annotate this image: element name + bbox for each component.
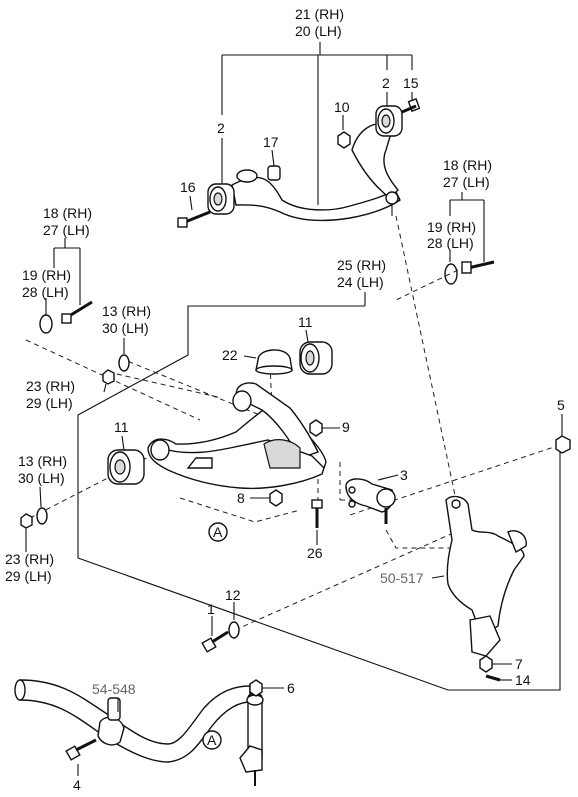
leader-11-left [121, 435, 125, 451]
nut-23-upper [102, 369, 115, 385]
callout-14: 14 [515, 672, 531, 688]
bushing-2-right [375, 105, 403, 137]
callout-16: 16 [180, 179, 196, 195]
washer-19-left [39, 314, 53, 334]
leader-13-lower [39, 486, 42, 508]
callout-18-left: 18 (RH) [43, 205, 92, 221]
callout-28-right: 28 (LH) [427, 235, 474, 251]
callout-13-upper: 13 (RH) [102, 303, 151, 319]
callout-4: 4 [73, 777, 81, 793]
bolt-16 [177, 210, 211, 228]
callout-29-upper: 29 (LH) [26, 395, 73, 411]
bushing-11-left [107, 449, 145, 485]
leader-18-27-right [449, 192, 485, 262]
reference-50-517: 50-517 [380, 570, 424, 586]
callout-2-right: 2 [382, 75, 390, 91]
marker-a-label-lower: A [207, 732, 217, 748]
nut-8 [269, 489, 283, 507]
callout-19-left: 19 (RH) [22, 267, 71, 283]
bolt-18-left [61, 300, 93, 324]
nut-7 [479, 655, 493, 673]
nut-23-lower [20, 513, 33, 529]
leader-11-upper [305, 329, 309, 343]
cotter-pin-14 [485, 674, 501, 682]
callout-5: 5 [557, 397, 565, 413]
callout-30-upper: 30 (LH) [102, 320, 149, 336]
bolt-1 [201, 630, 229, 653]
lower-arm-group-boundary [77, 305, 561, 691]
callout-17: 17 [263, 134, 279, 150]
callout-12: 12 [225, 587, 241, 603]
callout-23-upper: 23 (RH) [26, 378, 75, 394]
callout-27-right: 27 (LH) [443, 174, 490, 190]
bolt-26 [311, 499, 323, 528]
callout-3: 3 [400, 467, 408, 483]
bushing-2-left [207, 183, 235, 215]
leader-16 [189, 195, 193, 211]
callout-22: 22 [222, 347, 238, 363]
leader-23-upper [103, 383, 107, 393]
callout-20: 20 (LH) [295, 23, 342, 39]
callout-18-right: 18 (RH) [443, 157, 492, 173]
callout-15: 15 [403, 75, 419, 91]
washer-13-upper [118, 354, 130, 372]
nut-5 [555, 435, 571, 454]
nut-9 [309, 419, 323, 437]
callout-25: 25 (RH) [337, 257, 386, 273]
dashed-ref-lines [25, 215, 561, 631]
callout-27-left: 27 (LH) [43, 222, 90, 238]
washer-12 [228, 621, 240, 639]
leader-3 [377, 474, 399, 481]
callout-13-lower: 13 (RH) [18, 453, 67, 469]
marker-a-circle [208, 522, 228, 542]
marker-a-label: A [213, 524, 223, 540]
ball-joint-3 [345, 478, 396, 524]
upper-control-arm [231, 123, 401, 222]
reference-54-548: 54-548 [92, 681, 136, 697]
callout-6: 6 [287, 680, 295, 696]
leader-50-517 [431, 575, 445, 579]
callout-19-right: 19 (RH) [427, 219, 476, 235]
leader-22 [243, 355, 257, 359]
callout-11-upper: 11 [298, 314, 313, 330]
callout-9: 9 [342, 419, 350, 435]
marker-a-circle-lower [202, 730, 222, 750]
nut-10 [337, 131, 351, 149]
bolt-18-right [461, 260, 495, 274]
callout-24: 24 (LH) [337, 274, 384, 290]
callout-29-lower: 29 (LH) [5, 568, 52, 584]
callout-23-lower: 23 (RH) [5, 551, 54, 567]
bumper-17 [267, 165, 281, 181]
bushing-11-upper [299, 341, 333, 375]
callout-26: 26 [307, 545, 323, 561]
washer-13-lower [36, 507, 48, 525]
callout-30-lower: 30 (LH) [18, 470, 65, 486]
leader-18-27-left [53, 238, 81, 305]
nut-6 [249, 679, 263, 697]
callout-28-left: 28 (LH) [22, 284, 69, 300]
callout-2-left: 2 [217, 120, 225, 136]
leader-17 [271, 149, 275, 167]
washer-19-right [444, 263, 458, 285]
stabilizer-link [239, 693, 264, 786]
steering-knuckle [445, 495, 527, 657]
stabilizer-bushing [97, 697, 125, 746]
bolt-4 [65, 738, 97, 761]
bolt-15 [401, 98, 421, 114]
lower-control-arm [147, 382, 327, 490]
callout-8: 8 [237, 490, 245, 506]
callout-1: 1 [207, 601, 215, 617]
callout-21: 21 (RH) [295, 6, 344, 22]
leader-21-20 [221, 42, 413, 205]
callout-11-left: 11 [114, 419, 129, 435]
callout-7: 7 [515, 656, 523, 672]
bump-stop-22 [255, 349, 293, 375]
callout-10: 10 [334, 99, 350, 115]
